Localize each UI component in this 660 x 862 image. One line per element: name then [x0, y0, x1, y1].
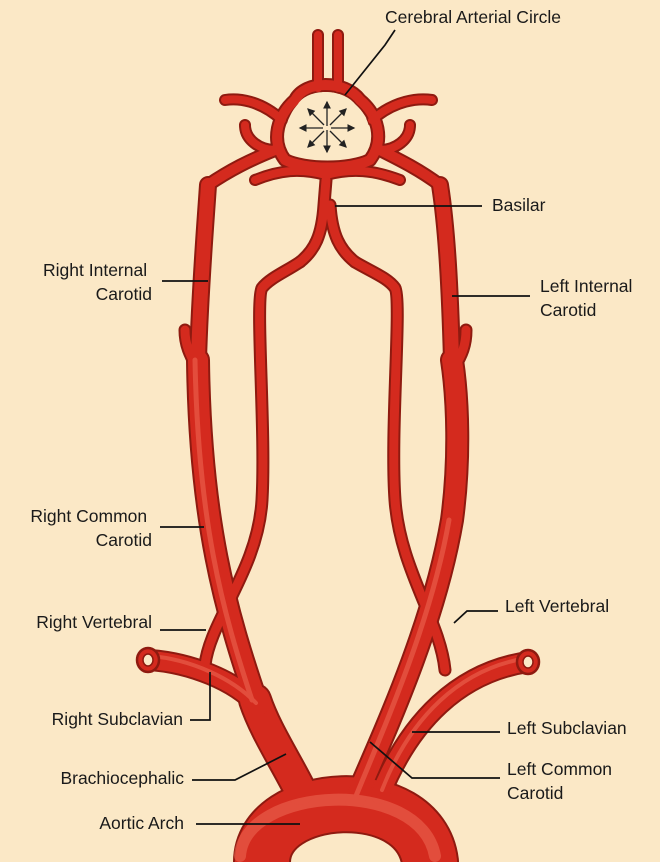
labels: Cerebral Arterial Circle Basilar Right I… — [30, 7, 637, 833]
leader-brachiocephalic — [192, 753, 287, 781]
artery-network — [135, 29, 541, 862]
label-left-subclavian: Left Subclavian — [507, 718, 627, 738]
label-right-common-carotid: Right Common Carotid — [30, 506, 152, 550]
label-left-common-carotid: Left Common Carotid — [507, 759, 617, 803]
leader-cerebral — [344, 29, 396, 96]
label-right-internal-carotid: Right Internal Carotid — [43, 260, 152, 304]
leader-left-vertebral — [453, 610, 498, 624]
label-right-subclavian: Right Subclavian — [52, 709, 183, 729]
label-left-internal-carotid: Left Internal Carotid — [540, 276, 637, 320]
radiating-arrows-icon — [298, 100, 356, 154]
leader-lines — [160, 29, 530, 825]
label-basilar: Basilar — [492, 195, 546, 215]
label-aortic-arch: Aortic Arch — [99, 813, 184, 833]
label-cerebral-arterial-circle: Cerebral Arterial Circle — [385, 7, 561, 27]
cerebral-circle-interior — [285, 92, 370, 158]
leader-left-common — [369, 741, 500, 779]
label-right-vertebral: Right Vertebral — [36, 612, 152, 632]
label-brachiocephalic: Brachiocephalic — [60, 768, 184, 788]
label-left-vertebral: Left Vertebral — [505, 596, 609, 616]
leader-right-subclavian — [190, 672, 211, 721]
